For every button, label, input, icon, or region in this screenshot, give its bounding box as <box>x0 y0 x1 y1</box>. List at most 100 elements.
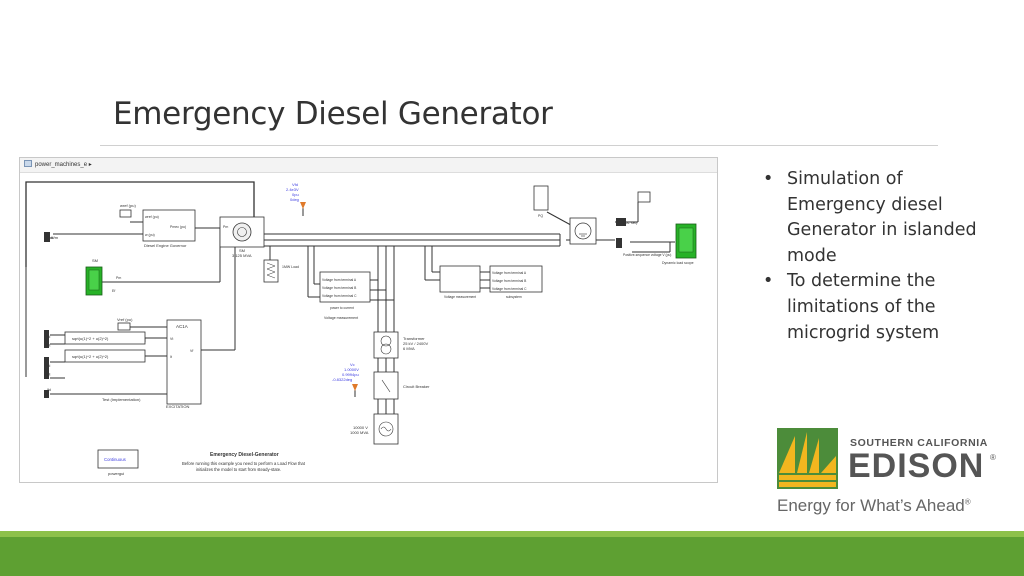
pq-label: PQ <box>538 214 543 218</box>
breaker-label: Circuit Breaker <box>403 384 430 389</box>
sm-rating: 3.125 MVA <box>232 253 252 258</box>
model-title: Emergency Diesel-Generator <box>210 452 279 458</box>
vm4-label: Voltage from terminal A <box>492 271 527 275</box>
load-label: 1MW Load <box>282 265 299 269</box>
governor-in-label: wref (pu) <box>145 215 159 219</box>
voltage-measurement-2[interactable] <box>439 265 481 293</box>
vc-anno-0: Vc <box>350 362 355 367</box>
vfd-anno-0: Vfd <box>292 182 298 187</box>
governor-w-label: w (pu) <box>145 233 155 237</box>
governor-title: Diesel Engine Governor <box>144 243 187 248</box>
vfd-anno-2: 0pu <box>292 192 299 197</box>
sm-block-label: SM <box>239 248 245 253</box>
slide-title: Emergency Diesel Generator <box>113 96 553 132</box>
model-icon <box>24 160 32 167</box>
breadcrumb-label: power_machines_e <box>35 162 88 168</box>
vq-port[interactable] <box>44 330 49 348</box>
pm-signal-label: Pm <box>116 276 121 280</box>
sun-icon <box>574 222 592 240</box>
measurement-subsystem[interactable] <box>489 265 543 293</box>
vref-label: Vref (pu) <box>117 317 133 322</box>
sun-icon <box>777 428 838 489</box>
sm-scope-label: SM <box>92 258 98 263</box>
vd-label: Vd <box>46 335 50 339</box>
logo-registered: ® <box>990 453 996 462</box>
tagline-mark: ® <box>964 497 971 507</box>
pos-seq-port[interactable] <box>616 218 626 226</box>
governor-out-label: Pmec (pu) <box>170 225 186 229</box>
three-phase-source[interactable] <box>569 217 597 245</box>
load-block[interactable] <box>263 259 279 283</box>
vm3-label: Voltage from terminal C <box>322 294 357 298</box>
wref-constant[interactable] <box>119 209 132 218</box>
bullet-item: •Simulation of Emergency diesel Generato… <box>763 169 977 266</box>
simulink-screenshot: power_machines_e ▸ <box>19 157 718 483</box>
logo-line-2: EDISON <box>848 447 985 485</box>
footer-bar-light <box>0 531 1024 537</box>
bullet-text: Simulation of Emergency diesel Generator… <box>787 169 977 266</box>
vq-label: Vq <box>46 343 50 347</box>
powergui-block[interactable] <box>97 449 139 469</box>
vm1-label: Voltage from terminal A <box>322 278 357 282</box>
fcn-block-1[interactable] <box>64 331 146 345</box>
pos-seq-label: Pos. seq. <box>623 221 638 225</box>
fcn-block-2[interactable] <box>64 349 146 363</box>
bullet-list: •Simulation of Emergency diesel Generato… <box>761 167 991 346</box>
continuous-label: Continuous <box>104 457 126 462</box>
wref-label: wref (pu) <box>120 203 136 208</box>
subsystem-label: subsystem <box>506 295 522 299</box>
triangle-icon <box>300 202 306 209</box>
footer-bar-dark <box>0 537 1024 576</box>
vmeas-label: Voltage measurement <box>324 316 358 320</box>
vm2-label: Voltage from terminal B <box>322 286 357 290</box>
sm-pm-port: Pm <box>223 225 228 229</box>
pq-display[interactable] <box>533 185 549 211</box>
chevron-right-icon: ▸ <box>88 162 92 168</box>
edison-logo: SOUTHERN CALIFORNIA EDISON ® Energy for … <box>777 427 997 522</box>
possig-label: Positive-sequence voltage V (pu) <box>623 253 671 257</box>
synchronous-machine[interactable] <box>219 216 265 248</box>
transformer-power: 6 MVA <box>403 346 415 351</box>
vf-label: Vf <box>190 349 193 353</box>
display-block[interactable] <box>637 191 651 203</box>
title-divider <box>100 145 938 146</box>
vref-constant[interactable] <box>117 322 131 331</box>
excitation-title: EXCITATION <box>166 404 190 409</box>
source-power: 1000 MVA <box>350 430 369 435</box>
pm-to-current-label: power to current <box>330 306 354 310</box>
vfd-anno-3: 0deg <box>290 197 299 202</box>
vtd-label: Vd <box>46 364 50 368</box>
vt-port: Vt <box>170 337 173 341</box>
bullet-text: To determine the limitations of the micr… <box>787 271 940 343</box>
logo-line-1: SOUTHERN CALIFORNIA <box>850 437 988 449</box>
governor-block[interactable] <box>142 209 196 242</box>
pos-out-port[interactable] <box>616 238 622 248</box>
vfd-anno-1: 2.4e3V <box>286 187 299 192</box>
ef-label: Ef <box>112 289 115 293</box>
voltage-measurement-1[interactable] <box>319 271 371 303</box>
bullet-item: •To determine the limitations of the mic… <box>763 271 940 343</box>
vc-anno-1: 1.0000V <box>344 367 359 372</box>
fcn2-label: sqrt(u(1)^2 + u(2)^2) <box>72 354 109 359</box>
triangle-icon <box>352 384 358 391</box>
excitation-block[interactable] <box>166 319 202 405</box>
transformer-name: Transformer <box>403 336 425 341</box>
transformer-block[interactable] <box>373 331 399 359</box>
vm6-label: Voltage from terminal C <box>492 287 527 291</box>
model-note-1: Before running this example you need to … <box>182 461 306 466</box>
wm-port[interactable] <box>44 232 50 242</box>
model-note-2: initializes the model to start from stea… <box>196 467 281 472</box>
powergui-label: powergui <box>108 471 124 476</box>
fcn1-label: sqrt(u(1)^2 + u(2)^2) <box>72 336 109 341</box>
vm5-label: Voltage from terminal B <box>492 279 527 283</box>
vc-anno-3: -0.8322deg <box>332 377 352 382</box>
id-port[interactable] <box>44 357 49 379</box>
transformer-rating: 25 kV / 2400V <box>403 341 428 346</box>
vtq-label: Vq <box>46 372 50 376</box>
model-breadcrumb[interactable]: power_machines_e ▸ <box>20 158 717 173</box>
ifd-label: Ifd <box>47 388 51 392</box>
test-label: Test (Implementation) <box>102 397 141 402</box>
tagline-text: Energy for What’s Ahead <box>777 496 965 515</box>
ifd-port[interactable] <box>44 390 49 398</box>
vmeas2-label: Voltage measurement <box>444 295 476 299</box>
